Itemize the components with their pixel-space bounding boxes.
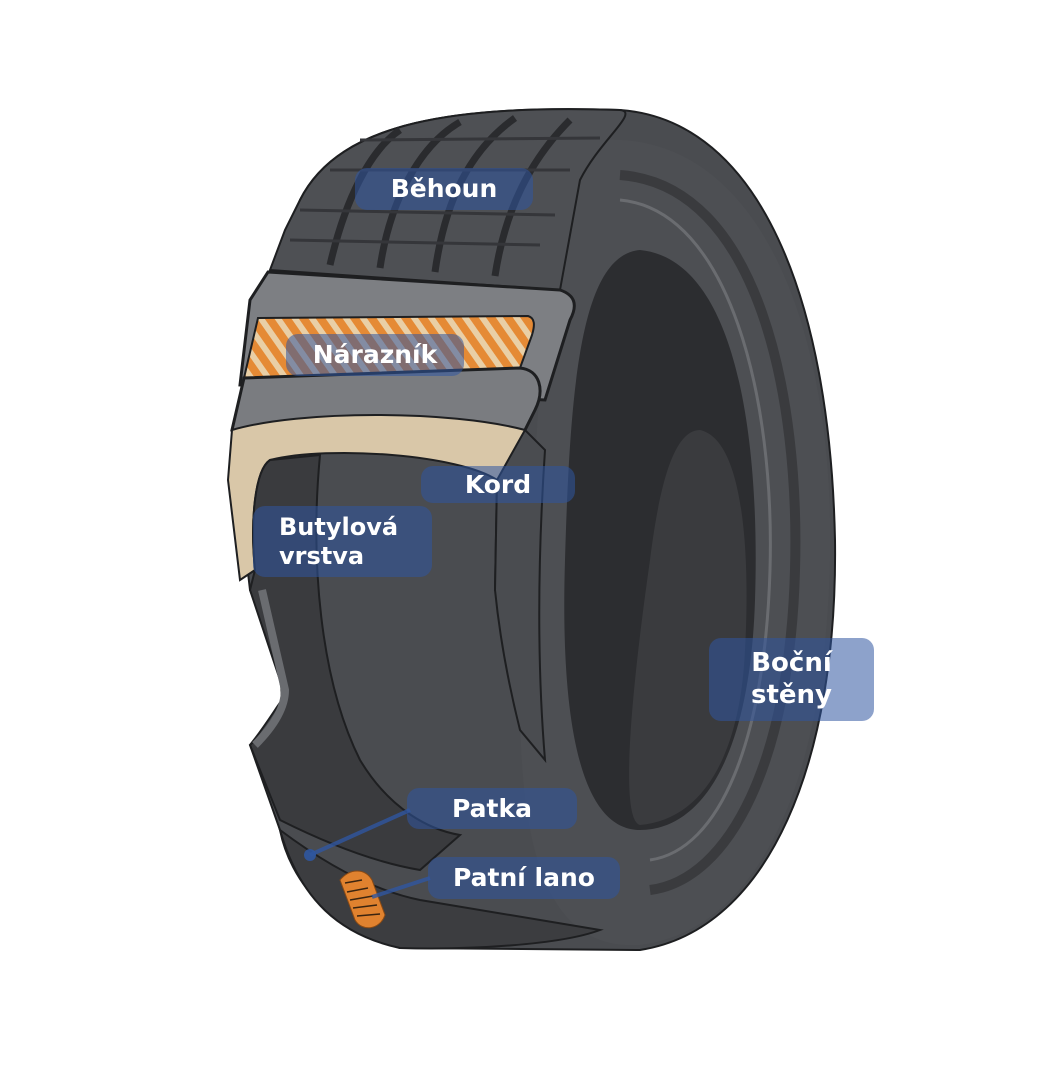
label-bead: Patka: [407, 788, 577, 829]
sidewall-groove-inner: [619, 198, 772, 862]
label-tread-text: Běhoun: [390, 174, 498, 203]
label-sidewall-line2: stěny: [751, 679, 832, 710]
label-ply: Kord: [421, 466, 575, 503]
label-bead-wire-text: Patní lano: [453, 863, 595, 892]
label-inner-liner-line2: vrstva: [279, 541, 365, 570]
label-bead-wire: Patní lano: [428, 857, 620, 899]
label-belt: Nárazník: [286, 334, 464, 376]
label-tread: Běhoun: [355, 168, 533, 210]
bead-wire-leader-line: [371, 876, 431, 899]
label-ply-text: Kord: [464, 469, 532, 499]
sidewall-groove-outer: [619, 170, 801, 895]
label-bead-text: Patka: [452, 793, 532, 823]
label-sidewall-line1: Boční: [751, 648, 832, 679]
bead-wire: [339, 870, 386, 929]
label-inner-liner-line1: Butylová: [279, 512, 399, 541]
label-sidewall: Boční stěny: [709, 638, 874, 721]
right-inner-wall: [493, 428, 547, 764]
rim-inner-shadow: [629, 430, 747, 825]
bead-leader-line: [309, 808, 411, 857]
label-inner-liner: Butylová vrstva: [253, 506, 432, 577]
left-inner-wall-edge: [252, 589, 290, 748]
bead-leader-dot: [304, 849, 316, 861]
label-belt-text: Nárazník: [312, 340, 438, 369]
